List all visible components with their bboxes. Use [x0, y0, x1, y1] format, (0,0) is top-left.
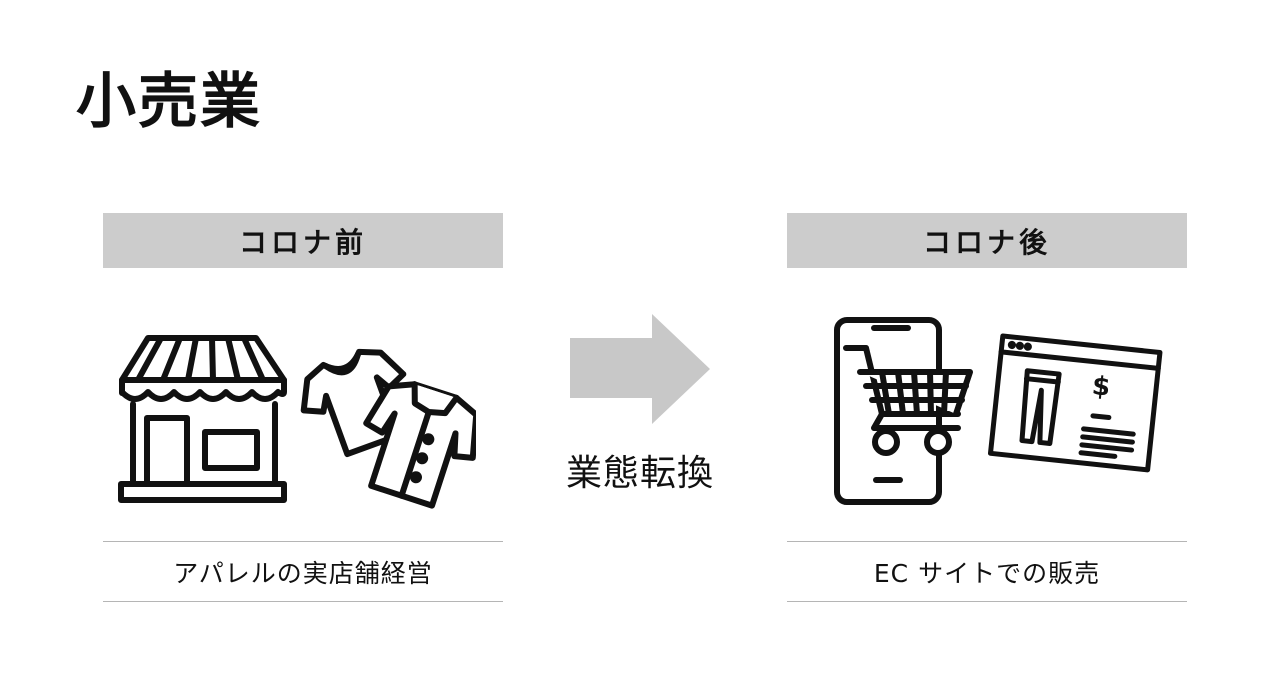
storefront-icon	[118, 334, 290, 506]
web-product-page-icon: $	[986, 330, 1166, 480]
shirt-icon	[358, 380, 476, 510]
right-arrow-icon	[568, 312, 712, 430]
transition-label: 業態転換	[565, 453, 714, 494]
smartphone-cart-icon	[832, 316, 982, 508]
after-description: EC サイトでの販売	[787, 541, 1187, 602]
before-label: コロナ前	[103, 213, 503, 268]
after-label: コロナ後	[787, 213, 1187, 268]
before-description: アパレルの実店舗経営	[103, 541, 503, 602]
price-symbol: $	[1090, 371, 1112, 403]
page-title: 小売業	[76, 67, 262, 137]
